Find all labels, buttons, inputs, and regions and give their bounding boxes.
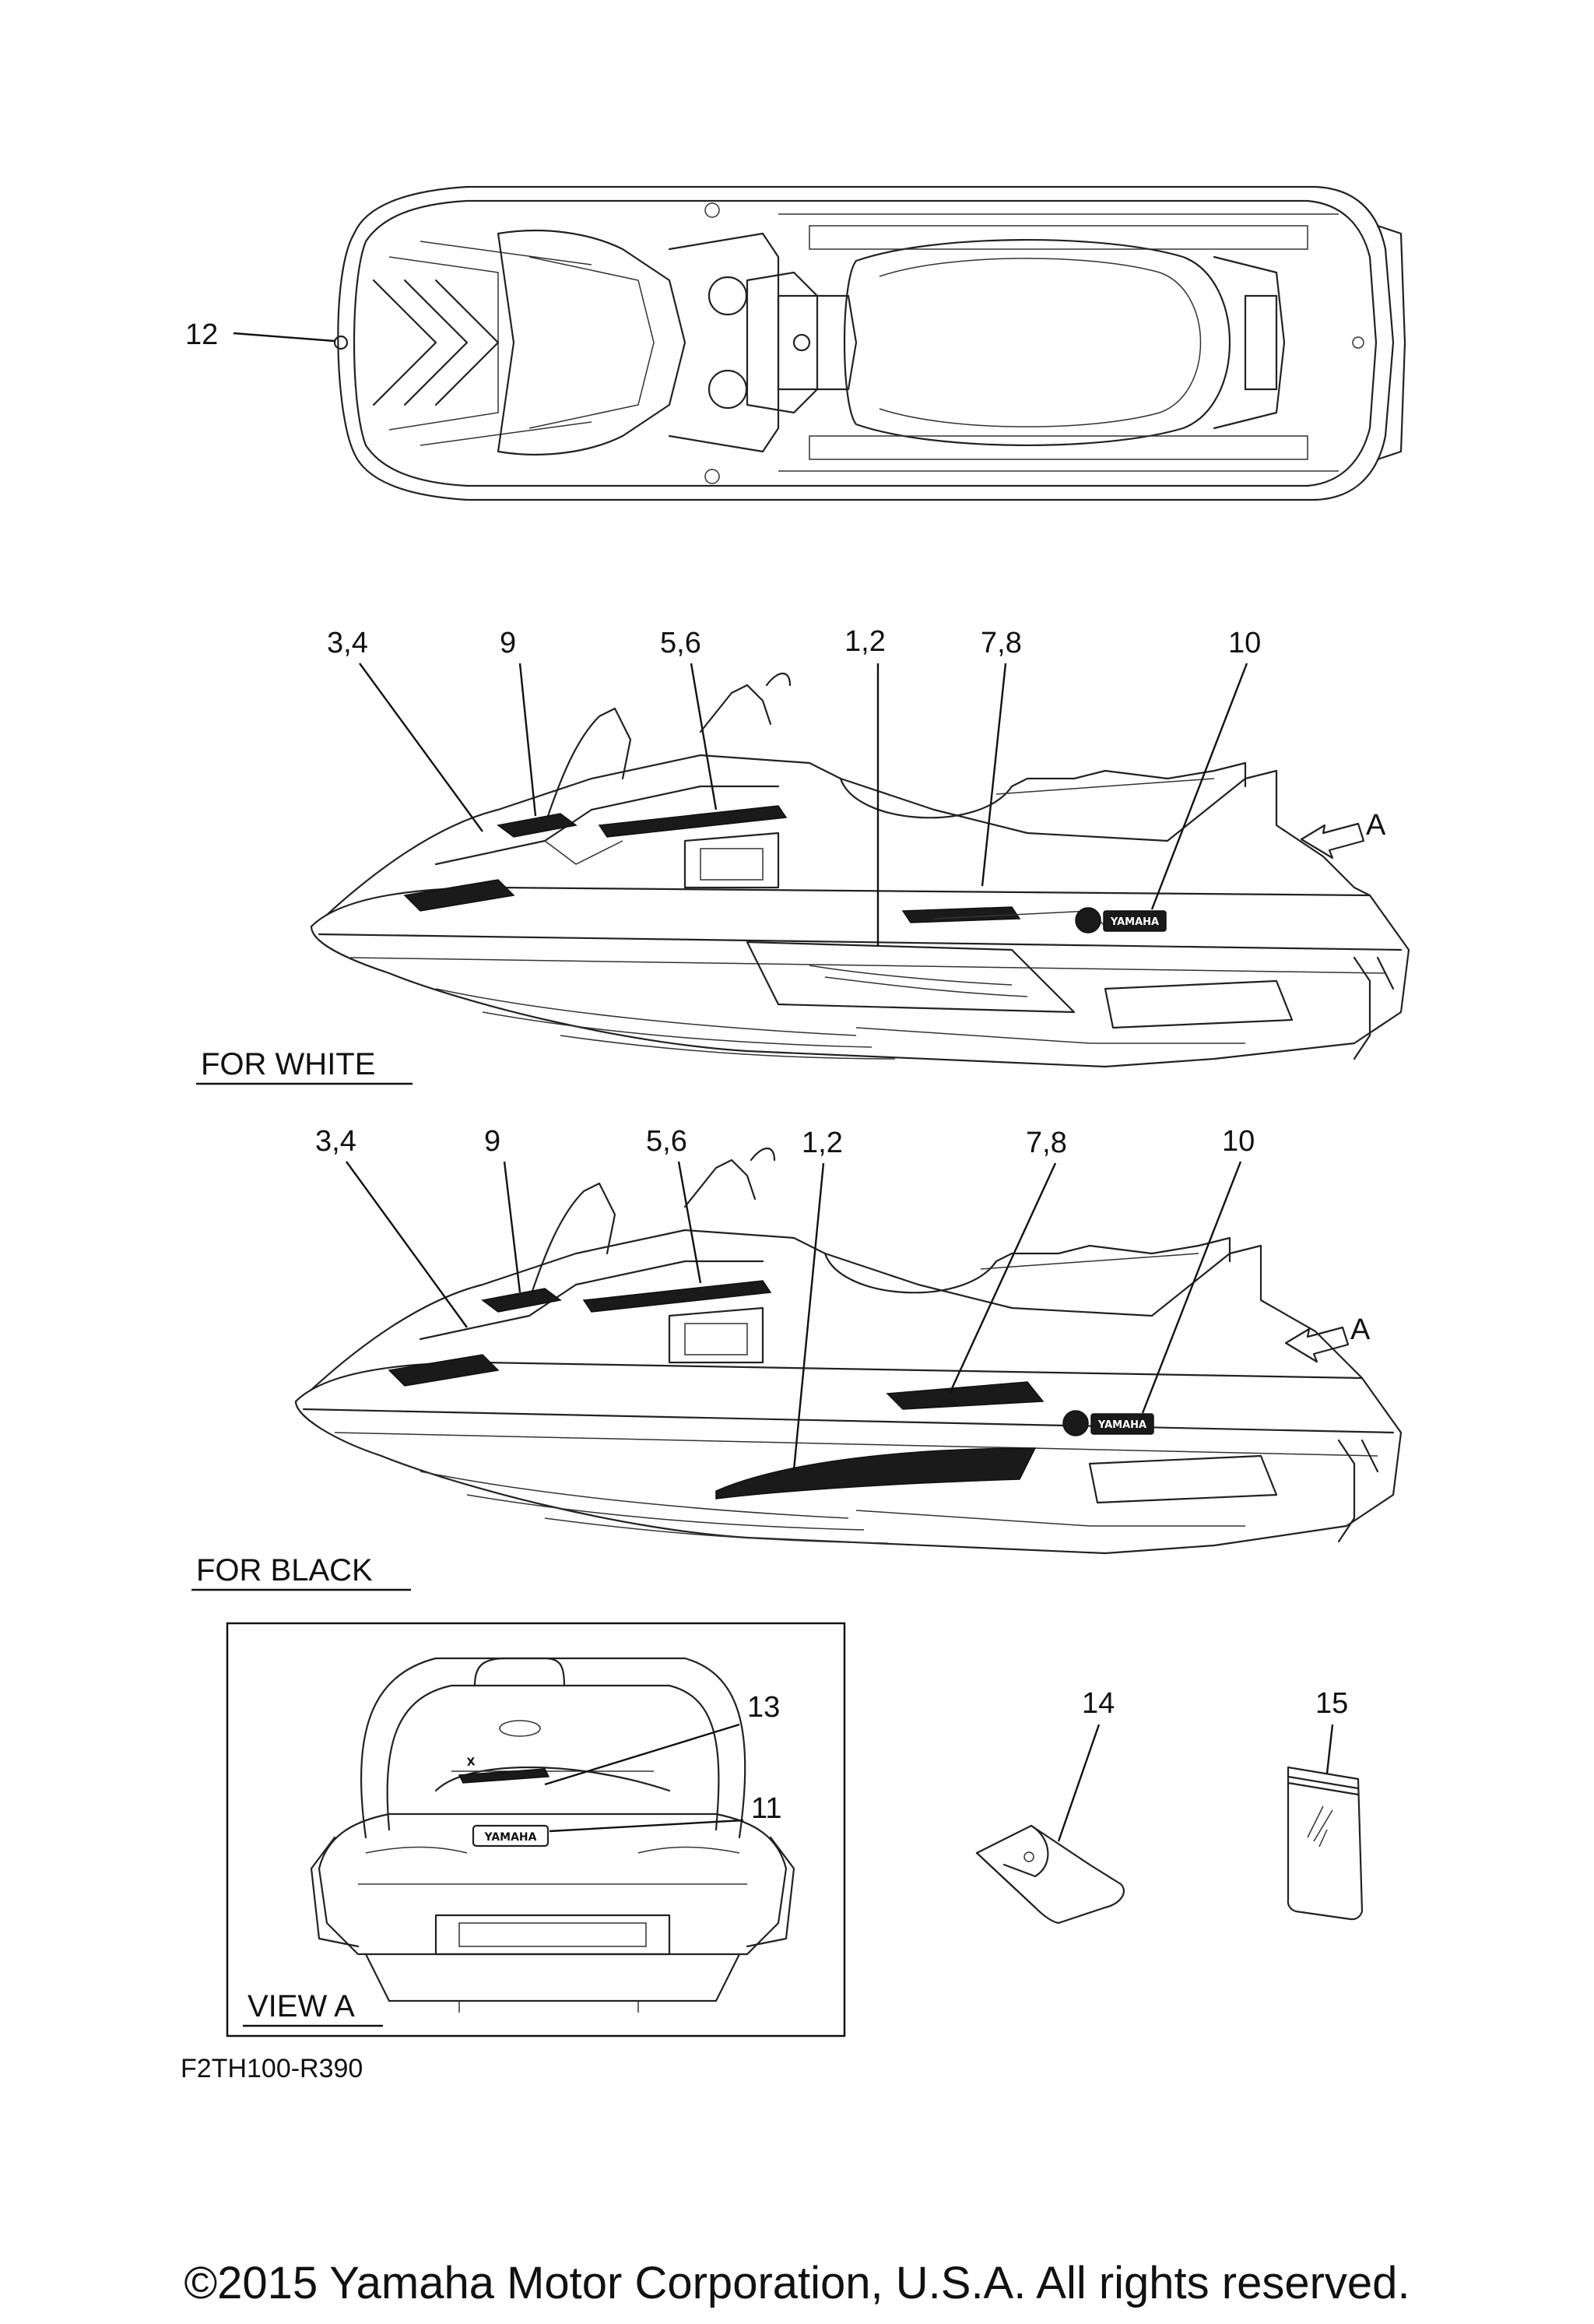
leader-10-white xyxy=(1150,663,1248,910)
caption-for-white: FOR WHITE xyxy=(201,1047,375,1081)
leader-14 xyxy=(1057,1724,1101,1842)
copyright-notice: ©2015 Yamaha Motor Corporation, U.S.A. A… xyxy=(184,2258,1410,2308)
callout-10-black: 10 xyxy=(1222,1125,1255,1158)
callout-5-6-black: 5,6 xyxy=(646,1125,687,1158)
leader-7-8-black xyxy=(948,1162,1057,1394)
side-view-white-watercraft: YAMAHA xyxy=(310,672,1410,1068)
view-a-frame xyxy=(226,1622,846,2037)
view-arrow-a-black xyxy=(1284,1326,1350,1363)
callout-3-4-black: 3,4 xyxy=(315,1125,356,1158)
part-14-pouch xyxy=(975,1824,1125,1925)
callout-1-2-black: 1,2 xyxy=(802,1127,843,1159)
leader-5-6-white xyxy=(690,663,718,810)
leader-10-black xyxy=(1141,1161,1242,1414)
callout-7-8-black: 7,8 xyxy=(1026,1127,1067,1159)
leader-9-black xyxy=(503,1161,521,1293)
callout-12: 12 xyxy=(185,318,218,351)
callout-13: 13 xyxy=(747,1691,780,1724)
leader-12 xyxy=(233,332,335,343)
caption-for-black: FOR BLACK xyxy=(196,1553,373,1587)
top-view-watercraft xyxy=(333,185,1406,501)
side-view-black-watercraft: YAMAHA xyxy=(294,1147,1403,1555)
leader-3-4-white xyxy=(359,663,483,832)
leader-13 xyxy=(544,1723,740,1786)
leader-11 xyxy=(549,1819,744,1833)
rear-view-watercraft: X YAMAHA xyxy=(310,1657,795,2013)
view-label-a-white: A xyxy=(1366,809,1386,842)
callout-3-4-white: 3,4 xyxy=(327,627,368,659)
view-label-a-black: A xyxy=(1350,1313,1371,1346)
part-15-document-bag xyxy=(1287,1766,1364,1921)
caption-view-a: VIEW A xyxy=(248,1989,355,2023)
callout-7-8-white: 7,8 xyxy=(981,627,1022,659)
callout-11: 11 xyxy=(751,1792,781,1825)
callout-14: 14 xyxy=(1082,1687,1115,1720)
callout-15: 15 xyxy=(1315,1687,1348,1720)
callout-1-2-white: 1,2 xyxy=(844,625,886,658)
callout-10-white: 10 xyxy=(1228,627,1261,659)
callout-5-6-white: 5,6 xyxy=(660,627,701,659)
leader-1-2-black xyxy=(792,1162,825,1471)
svg-text:YAMAHA: YAMAHA xyxy=(1110,916,1159,928)
leader-3-4-black xyxy=(346,1161,468,1328)
leader-15 xyxy=(1325,1724,1334,1774)
callout-9-white: 9 xyxy=(500,627,516,659)
leader-5-6-black xyxy=(677,1161,702,1284)
svg-text:YAMAHA: YAMAHA xyxy=(484,1831,537,1844)
view-arrow-a-white xyxy=(1300,822,1365,860)
leader-9-white xyxy=(518,663,537,817)
figure-code: F2TH100-R390 xyxy=(181,2054,363,2083)
svg-text:X: X xyxy=(466,1756,476,1769)
svg-text:YAMAHA: YAMAHA xyxy=(1097,1419,1146,1431)
leader-7-8-white xyxy=(981,663,1007,887)
callout-9-black: 9 xyxy=(484,1125,500,1158)
